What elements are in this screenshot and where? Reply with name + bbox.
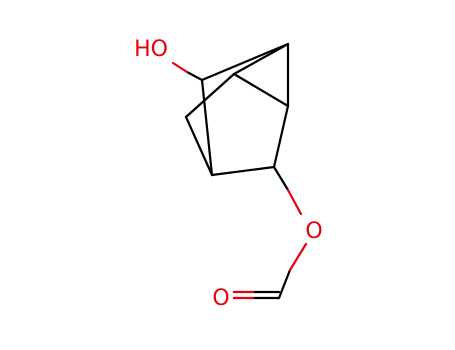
bond-c4-c3 — [232, 72, 290, 108]
ester-oxygen-label: O — [305, 219, 322, 244]
carbonyl-oxygen-label: O — [212, 286, 229, 311]
bond-c1-c2 — [200, 42, 290, 82]
bond-c6-c5 — [184, 115, 214, 177]
bond-c4-c6 — [184, 72, 236, 119]
bond-c1-o-carbon-half — [185, 70, 204, 82]
bond-c1-o-oxygen-half — [171, 61, 189, 74]
bond-c5-c7 — [210, 165, 276, 177]
bond-o-cho-carbon-half — [277, 268, 292, 300]
oxygen-bonds — [171, 61, 308, 300]
bond-o-cho-oxygen-half — [288, 242, 308, 272]
bond-c2-c4 — [232, 42, 290, 76]
bond-c7-o-carbon-half — [272, 165, 290, 192]
bond-c3-c7 — [272, 104, 290, 169]
bond-c1-c5 — [200, 78, 214, 177]
carbon-skeleton — [184, 42, 292, 300]
bond-c7-o-oxygen-half — [286, 188, 303, 216]
hydroxyl-label: HO — [134, 37, 168, 62]
